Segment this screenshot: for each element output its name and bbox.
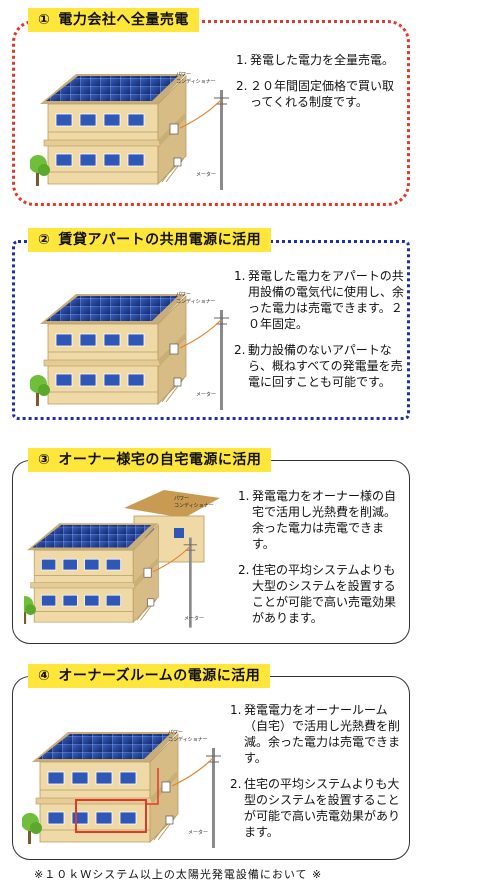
item-text: 発電した電力をアパートの共用設備の電気代に使用し、余った電力は売電できます。２０…	[248, 269, 405, 331]
section-1-panel: ① 電力会社へ全量売電 パワー コンディショナー メーター 1.発電した電力を全量…	[12, 8, 410, 206]
item-number: 2.	[238, 563, 250, 577]
section-2-item-1: 1.発電した電力をアパートの共用設備の電気代に使用し、余った電力は売電できます。…	[234, 268, 404, 332]
conditioner-label-l1: パワー	[174, 496, 189, 502]
meter-label: メーター	[184, 615, 204, 622]
apartment-illustration-2: パワー コンディショナー メーター	[30, 292, 230, 411]
item-number: 2.	[236, 79, 248, 93]
apartment-illustration-1: パワー コンディショナー メーター	[30, 72, 230, 191]
item-number: 2.	[230, 777, 242, 791]
apartment-owners-room-illustration: パワー コンディショナー メーター	[22, 730, 222, 849]
section-2-badge: ② 賃貸アパートの共用電源に活用	[28, 228, 272, 252]
conditioner-label-l1: パワー	[176, 292, 191, 298]
meter-label: メーター	[188, 829, 208, 836]
item-number: 1.	[230, 703, 242, 717]
item-text: 発電電力をオーナールーム（自宅）で活用し光熱費を削減。余った電力は売電できます。	[244, 703, 401, 765]
item-text: 発電した電力を全量売電。	[250, 53, 395, 67]
section-3-number: ③	[38, 452, 51, 468]
section-1-frame	[12, 20, 410, 206]
section-4-item-2: 2.住宅の平均システムよりも大型のシステムを設置することが可能で高い売電効果があ…	[230, 776, 406, 840]
item-text: 住宅の平均システムよりも大型のシステムを設置することが可能で高い売電効果がありま…	[252, 563, 397, 625]
conditioner-label-l2: コンディショナー	[174, 502, 214, 509]
conditioner-label-l2: コンディショナー	[168, 736, 208, 743]
section-2-number: ②	[38, 232, 51, 248]
section-3-item-1: 1.発電電力をオーナー様の自宅で活用し光熱費を削減。余った電力は売電できます。	[238, 488, 406, 552]
section-2-list: 1.発電した電力をアパートの共用設備の電気代に使用し、余った電力は売電できます。…	[234, 268, 404, 400]
section-4-number: ④	[38, 668, 51, 684]
section-3-panel: ③ オーナー様宅の自宅電源に活用 パワー コンディショナー メーター 1.発電電力…	[12, 448, 410, 644]
item-text: 発電電力をオーナー様の自宅で活用し光熱費を削減。余った電力は売電できます。	[252, 489, 397, 551]
section-3-title: オーナー様宅の自宅電源に活用	[58, 452, 262, 468]
section-1-item-2: 2.２０年間固定価格で買い取ってくれる制度です。	[236, 78, 406, 110]
meter-label: メーター	[196, 391, 216, 398]
meter-label: メーター	[196, 171, 216, 178]
section-1-title: 電力会社へ全量売電	[58, 12, 189, 28]
section-4-panel: ④ オーナーズルームの電源に活用 パワー コンディショナー メーター 1.発電電力…	[12, 664, 410, 860]
section-1-item-1: 1.発電した電力を全量売電。	[236, 52, 406, 68]
conditioner-label-l1: パワー	[168, 730, 183, 736]
section-4-title: オーナーズルームの電源に活用	[58, 668, 261, 684]
item-number: 1.	[238, 489, 250, 503]
section-4-badge: ④ オーナーズルームの電源に活用	[28, 664, 271, 688]
section-3-list: 1.発電電力をオーナー様の自宅で活用し光熱費を削減。余った電力は売電できます。 …	[238, 488, 406, 636]
section-4-list: 1.発電電力をオーナールーム（自宅）で活用し光熱費を削減。余った電力は売電できま…	[230, 702, 406, 850]
section-1-badge: ① 電力会社へ全量売電	[28, 8, 199, 32]
item-text: 住宅の平均システムよりも大型のシステムを設置することが可能で高い売電効果がありま…	[244, 777, 401, 839]
apartment-with-house-illustration: パワー コンディショナー メーター	[24, 490, 220, 629]
footnote: ※１０ｋＷシステム以上の太陽光発電設備において ※	[34, 868, 323, 881]
conditioner-label-l1: パワー	[176, 72, 191, 78]
item-number: 1.	[236, 53, 248, 67]
item-text: ２０年間固定価格で買い取ってくれる制度です。	[250, 79, 395, 109]
section-3-badge: ③ オーナー様宅の自宅電源に活用	[28, 448, 272, 472]
section-2-title: 賃貸アパートの共用電源に活用	[58, 232, 262, 248]
section-2-panel: ② 賃貸アパートの共用電源に活用 パワー コンディショナー メーター 1.発電した…	[12, 228, 410, 420]
item-text: 動力設備のないアパートなら、概ねすべての発電量を売電に回すことも可能です。	[248, 343, 403, 389]
section-1-list: 1.発電した電力を全量売電。 2.２０年間固定価格で買い取ってくれる制度です。	[236, 52, 406, 120]
item-number: 1.	[234, 269, 246, 283]
item-number: 2.	[234, 343, 246, 357]
section-4-item-1: 1.発電電力をオーナールーム（自宅）で活用し光熱費を削減。余った電力は売電できま…	[230, 702, 406, 766]
conditioner-label-l2: コンディショナー	[176, 298, 216, 305]
section-1-number: ①	[38, 12, 51, 28]
section-2-item-2: 2.動力設備のないアパートなら、概ねすべての発電量を売電に回すことも可能です。	[234, 342, 404, 390]
conditioner-label-l2: コンディショナー	[176, 78, 216, 85]
section-3-item-2: 2.住宅の平均システムよりも大型のシステムを設置することが可能で高い売電効果があ…	[238, 562, 406, 626]
